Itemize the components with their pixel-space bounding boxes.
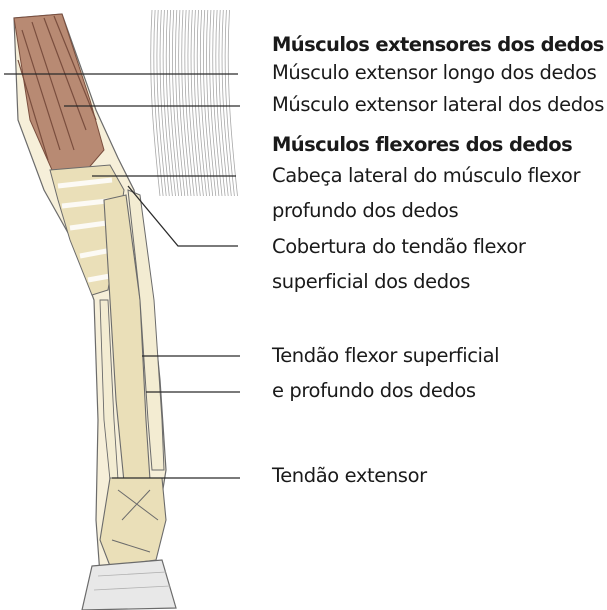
label-lateral-extensor: Músculo extensor lateral dos dedos	[272, 91, 604, 119]
label-flexor-group: Músculos flexores dos dedos	[272, 131, 572, 159]
label-flexor-tendons-line2: e profundo dos dedos	[272, 377, 476, 405]
label-flexor-tendons-line1: Tendão flexor superficial	[272, 342, 499, 370]
label-extensor-tendon: Tendão extensor	[272, 462, 427, 490]
label-deep-flexor-lateral-head-line1: Cabeça lateral do músculo flexor	[272, 162, 580, 190]
label-deep-flexor-lateral-head-line2: profundo dos dedos	[272, 197, 458, 225]
label-extensor-group: Músculos extensores dos dedos	[272, 31, 604, 59]
label-long-extensor: Músculo extensor longo dos dedos	[272, 59, 596, 87]
label-superficial-flexor-sheath-line1: Cobertura do tendão flexor	[272, 233, 526, 261]
label-superficial-flexor-sheath-line2: superficial dos dedos	[272, 268, 470, 296]
